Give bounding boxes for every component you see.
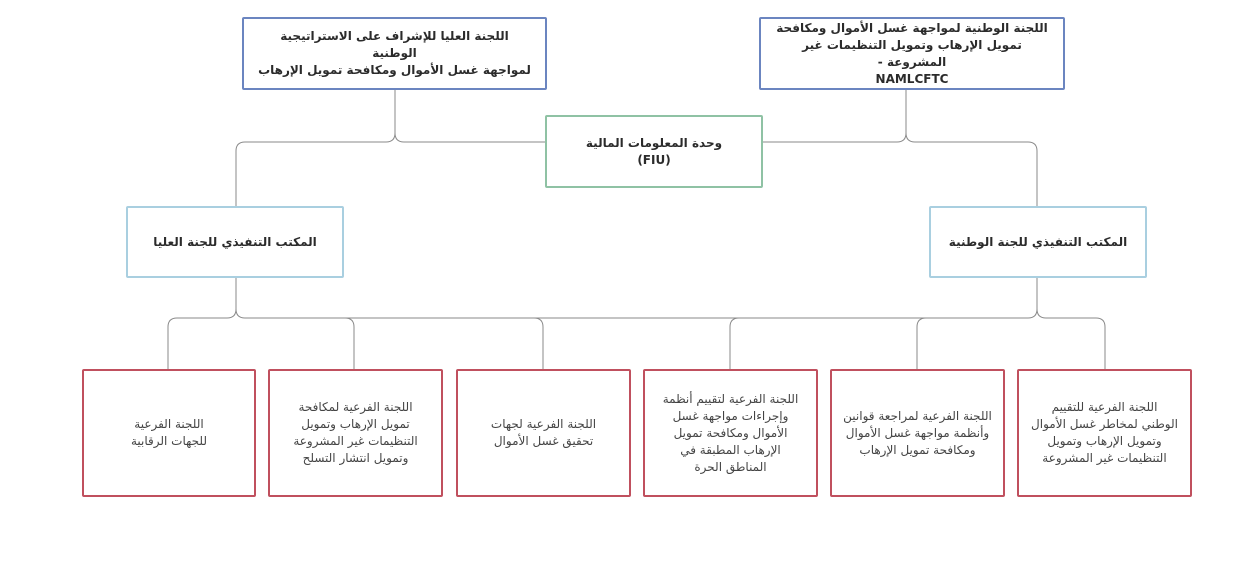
node-sub-laws-review: اللجنة الفرعية لمراجعة قوانين وأنظمة موا…	[830, 369, 1005, 497]
node-supreme-committee: اللجنة العليا للإشراف على الاستراتيجية ا…	[242, 17, 547, 90]
node-sub-terror-financing-label: اللجنة الفرعية لمكافحة تمويل الإرهاب وتم…	[293, 400, 418, 465]
connector-bus-mid-left	[345, 317, 544, 370]
node-office-national: المكتب التنفيذي للجنة الوطنية	[929, 206, 1147, 278]
connector-top-left	[235, 89, 396, 206]
node-sub-free-zones: اللجنة الفرعية لتقييم أنظمة وإجراءات موا…	[643, 369, 818, 497]
node-office-supreme-label: المكتب التنفيذي للجنة العليا	[153, 234, 317, 249]
node-sub-regulatory: اللجنة الفرعية للجهات الرقابية	[82, 369, 256, 497]
connector-bus-center	[534, 317, 740, 370]
node-sub-regulatory-label: اللجنة الفرعية للجهات الرقابية	[130, 417, 208, 448]
node-supreme-committee-label: اللجنة العليا للإشراف على الاستراتيجية ا…	[258, 29, 531, 77]
node-sub-free-zones-label: اللجنة الفرعية لتقييم أنظمة وإجراءات موا…	[662, 391, 799, 474]
connector-bus-right	[916, 308, 1038, 370]
node-sub-national-risk: اللجنة الفرعية للتقييم الوطني لمخاطر غسل…	[1017, 369, 1192, 497]
node-sub-terror-financing: اللجنة الفرعية لمكافحة تمويل الإرهاب وتم…	[268, 369, 443, 497]
node-office-national-label: المكتب التنفيذي للجنة الوطنية	[948, 234, 1128, 249]
connector-top-right	[905, 89, 1038, 206]
connector-office-right	[1036, 277, 1106, 370]
node-national-committee-label: اللجنة الوطنية لمواجهة غسل الأموال ومكاف…	[776, 20, 1048, 86]
node-sub-laws-review-label: اللجنة الفرعية لمراجعة قوانين وأنظمة موا…	[843, 408, 992, 457]
connector-top-right-fiu	[762, 132, 907, 143]
node-sub-investigation: اللجنة الفرعية لجهات تحقيق غسل الأموال	[456, 369, 631, 497]
connector-office-left	[167, 277, 237, 370]
node-sub-investigation-label: اللجنة الفرعية لجهات تحقيق غسل الأموال	[490, 417, 597, 448]
node-sub-national-risk-label: اللجنة الفرعية للتقييم الوطني لمخاطر غسل…	[1031, 400, 1178, 465]
connector-bus-left	[235, 308, 355, 370]
node-office-supreme: المكتب التنفيذي للجنة العليا	[126, 206, 344, 278]
connector-top-left-fiu	[394, 132, 546, 143]
node-fiu-label: وحدة المعلومات المالية (FIU)	[585, 135, 723, 167]
node-national-committee: اللجنة الوطنية لمواجهة غسل الأموال ومكاف…	[759, 17, 1065, 90]
node-fiu: وحدة المعلومات المالية (FIU)	[545, 115, 763, 188]
